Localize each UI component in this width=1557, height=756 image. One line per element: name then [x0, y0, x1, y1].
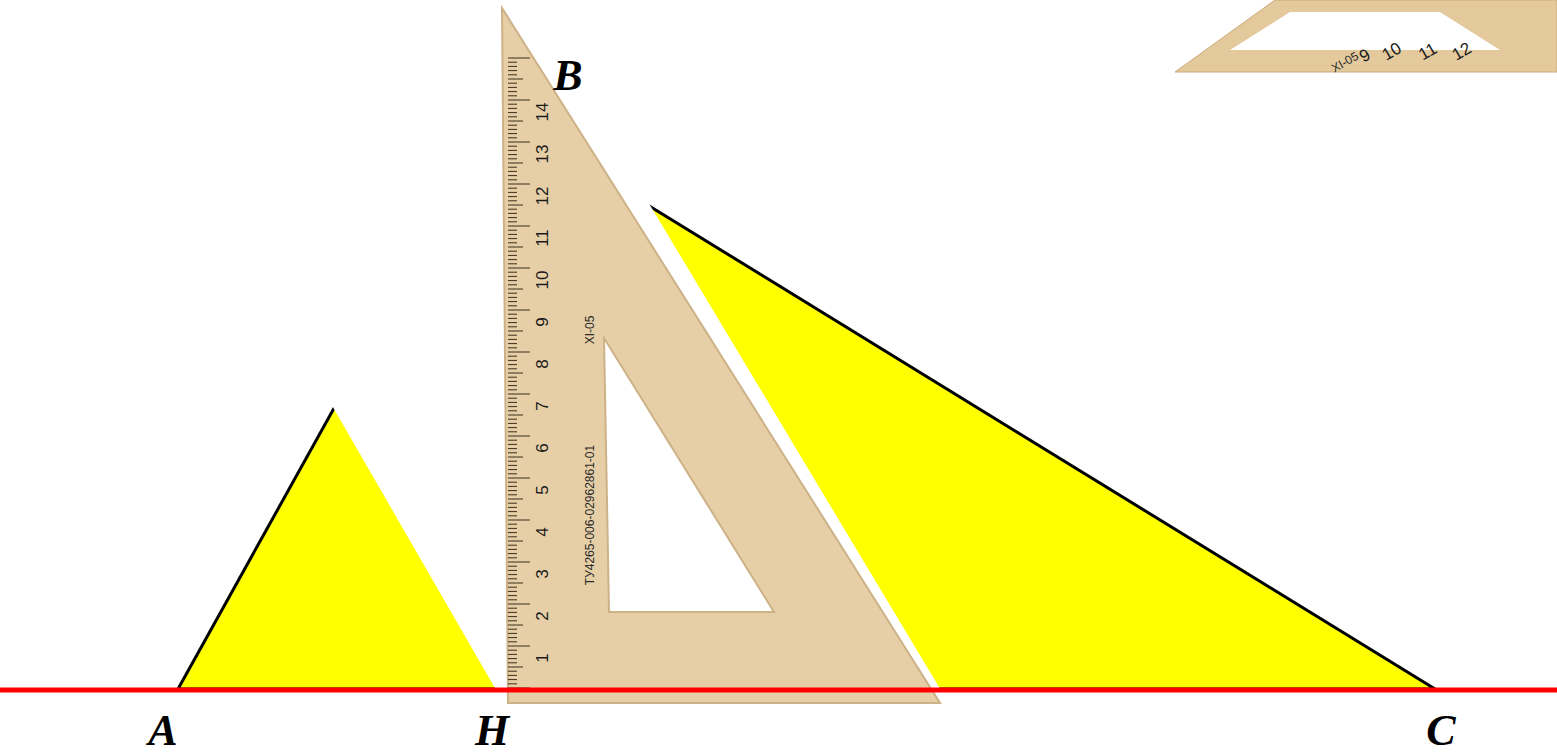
vertex-label: B: [553, 50, 582, 101]
set-square: [502, 8, 940, 703]
white-cover: [195, 0, 948, 702]
scale-number: 10: [533, 271, 553, 290]
scale-number: 4: [533, 527, 553, 536]
vertex-label: H: [475, 705, 509, 756]
scale-number: 2: [533, 611, 553, 620]
ruler-scale: [508, 58, 530, 688]
scale-number: 1: [533, 653, 553, 662]
scale-number: 13: [533, 145, 553, 164]
scale-number: 5: [533, 485, 553, 494]
scale-number: 3: [533, 569, 553, 578]
scale-number: 7: [533, 401, 553, 410]
manufacturer-code: XI-05: [583, 316, 597, 345]
vertex-label: C: [1426, 705, 1455, 756]
scale-number: 6: [533, 443, 553, 452]
vertex-label: A: [148, 705, 177, 756]
scale-number: 12: [533, 187, 553, 206]
set-square-small: [1175, 0, 1557, 72]
scale-number: 14: [533, 103, 553, 122]
scale-number: 9: [533, 317, 553, 326]
base-line: [0, 688, 1557, 693]
set-square-hole: [604, 338, 774, 612]
scale-number: 8: [533, 359, 553, 368]
scale-number: 11: [533, 229, 553, 247]
manufacturer-code: ТУ4265-006-02962861-01: [583, 445, 597, 585]
